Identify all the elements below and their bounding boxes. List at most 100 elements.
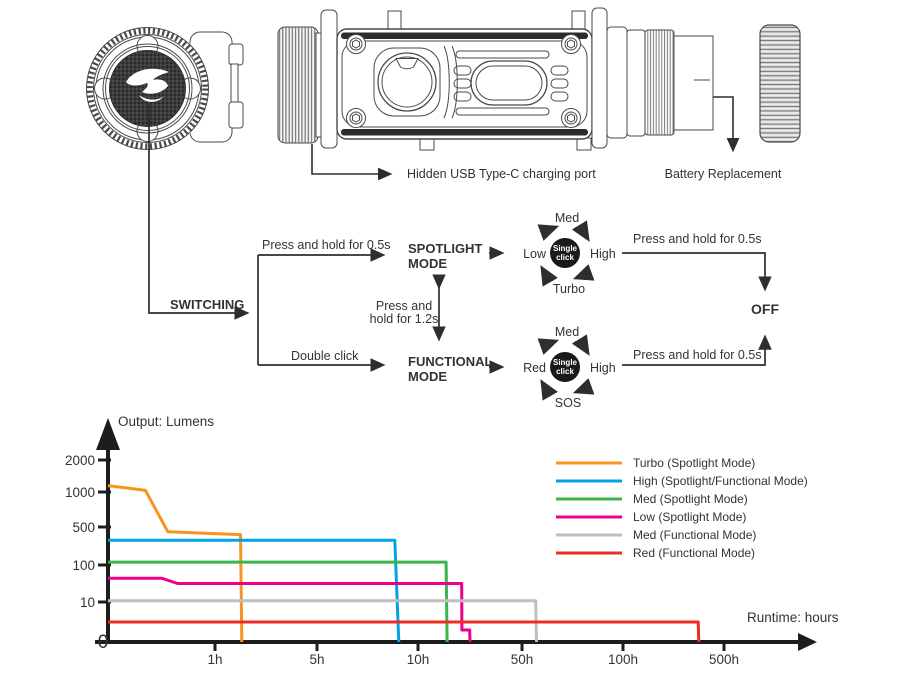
mode-toggle-label-2: hold for 1.2s	[370, 312, 439, 326]
battery-pointer-line	[713, 96, 740, 153]
series-med-spotlight	[108, 560, 449, 643]
center-divider	[443, 45, 458, 119]
switch-line	[148, 104, 250, 320]
single-click-text-2: click	[556, 367, 574, 376]
functional-click-cycle: Single click Med High SOS Red	[523, 325, 616, 410]
y-tick-10: 10	[80, 595, 95, 610]
usb-pointer-line	[311, 144, 393, 181]
functional-mode-label-2: MODE	[408, 369, 447, 384]
spotlight-turbo-label: Turbo	[553, 282, 585, 296]
y-axis-title: Output: Lumens	[118, 414, 214, 429]
y-axis-arrow	[96, 418, 120, 450]
x-tick-10h: 10h	[407, 652, 430, 667]
spotlight-off-label: Press and hold for 0.5s	[633, 232, 762, 246]
bottom-band	[341, 129, 588, 136]
legend-row: Red (Functional Mode)	[556, 546, 755, 560]
bezel-inner-ring	[93, 34, 202, 143]
x-tick-100h: 100h	[608, 652, 638, 667]
series-red-functional	[108, 620, 701, 643]
vent-slots	[453, 50, 569, 116]
series-turbo-spotlight	[107, 484, 244, 643]
brand-logo	[126, 68, 169, 102]
single-click-text-1: Single	[553, 358, 578, 367]
legend-row: Low (Spotlight Mode)	[556, 510, 746, 524]
flowchart-lines	[148, 104, 772, 374]
legend-label-turbo: Turbo (Spotlight Mode)	[633, 456, 755, 470]
spotlight-low-label: Low	[523, 247, 547, 261]
to-functional-label: Double click	[291, 349, 359, 363]
series-high	[108, 538, 401, 643]
single-click-text-2: click	[556, 253, 574, 262]
battery-label: Battery Replacement	[665, 167, 782, 181]
battery-collar-1	[606, 26, 628, 139]
usb-label: Hidden USB Type-C charging port	[407, 167, 596, 181]
x-axis-title: Runtime: hours	[747, 610, 839, 625]
legend-label-red: Red (Functional Mode)	[633, 546, 755, 560]
face-plate	[341, 40, 588, 128]
functional-high-label: High	[590, 361, 616, 375]
y-tick-1000: 1000	[65, 485, 95, 500]
legend-row: Med (Functional Mode)	[556, 528, 756, 542]
x-tick-50h: 50h	[511, 652, 534, 667]
to-spotlight-label: Press and hold for 0.5s	[262, 238, 391, 252]
bezel-knurling	[86, 27, 209, 150]
battery-collar-2	[626, 29, 646, 137]
x-tick-labels: 0 1h 5h 10h 50h 100h 500h	[98, 632, 739, 667]
callout-lines	[311, 96, 740, 181]
y-tick-500: 500	[72, 520, 95, 535]
y-tick-100: 100	[72, 558, 95, 573]
head-body	[336, 28, 593, 140]
legend-label-high: High (Spotlight/Functional Mode)	[633, 474, 808, 488]
front-bezel-knurl	[277, 26, 319, 144]
legend-row: High (Spotlight/Functional Mode)	[556, 474, 808, 488]
chart-legend: Turbo (Spotlight Mode) High (Spotlight/F…	[556, 456, 808, 560]
side-view-drawing	[277, 7, 714, 151]
spotlight-mode-label-2: MODE	[408, 256, 447, 271]
legend-label-med-spot: Med (Spotlight Mode)	[633, 492, 748, 506]
mode-toggle-label-1: Press and	[376, 299, 432, 313]
spotlight-click-cycle: Single click Med High Turbo Low	[523, 211, 616, 296]
single-click-text-1: Single	[553, 244, 578, 253]
spotlight-off-line	[622, 252, 772, 292]
series-low-spotlight	[108, 576, 472, 643]
functional-med-label: Med	[555, 325, 579, 339]
switching-label: SWITCHING	[170, 297, 244, 312]
x-tick-1h: 1h	[207, 652, 222, 667]
legend-label-med-func: Med (Functional Mode)	[633, 528, 756, 542]
legend-label-low: Low (Spotlight Mode)	[633, 510, 746, 524]
front-view-drawing	[85, 26, 244, 151]
spotlight-lens	[373, 47, 441, 117]
functional-off-label: Press and hold for 0.5s	[633, 348, 762, 362]
top-band	[341, 32, 588, 39]
legend-row: Turbo (Spotlight Mode)	[556, 456, 755, 470]
lens-outer-ring	[105, 46, 190, 131]
x-axis-arrow	[798, 633, 817, 651]
front-plate	[320, 9, 338, 149]
legend-row: Med (Spotlight Mode)	[556, 492, 748, 506]
single-click-button	[550, 238, 580, 268]
series-med-functional	[108, 599, 538, 643]
functional-mode-label-1: FUNCTIONAL	[408, 354, 493, 369]
rear-plate	[591, 7, 608, 149]
functional-sos-label: SOS	[555, 396, 581, 410]
lens-retainer-ring	[102, 43, 193, 134]
y-tick-labels: 2000 1000 500 100 10	[65, 453, 95, 610]
runtime-chart: Output: Lumens Runtime: hours 2000 1000 …	[65, 414, 839, 667]
off-label: OFF	[751, 301, 779, 317]
x-ticks	[213, 642, 726, 651]
y-tick-2000: 2000	[65, 453, 95, 468]
spotlight-mode-label-1: SPOTLIGHT	[408, 241, 482, 256]
x-tick-5h: 5h	[309, 652, 324, 667]
battery-tube	[673, 35, 714, 131]
x-tick-500h: 500h	[709, 652, 739, 667]
functional-off-line	[622, 334, 772, 366]
spotlight-high-label: High	[590, 247, 616, 261]
chart-axes	[95, 418, 817, 651]
battery-threads	[644, 29, 675, 136]
single-click-button	[550, 352, 580, 382]
corner-screws	[346, 34, 581, 128]
x-tick-0: 0	[98, 632, 109, 653]
chart-series	[107, 484, 701, 643]
